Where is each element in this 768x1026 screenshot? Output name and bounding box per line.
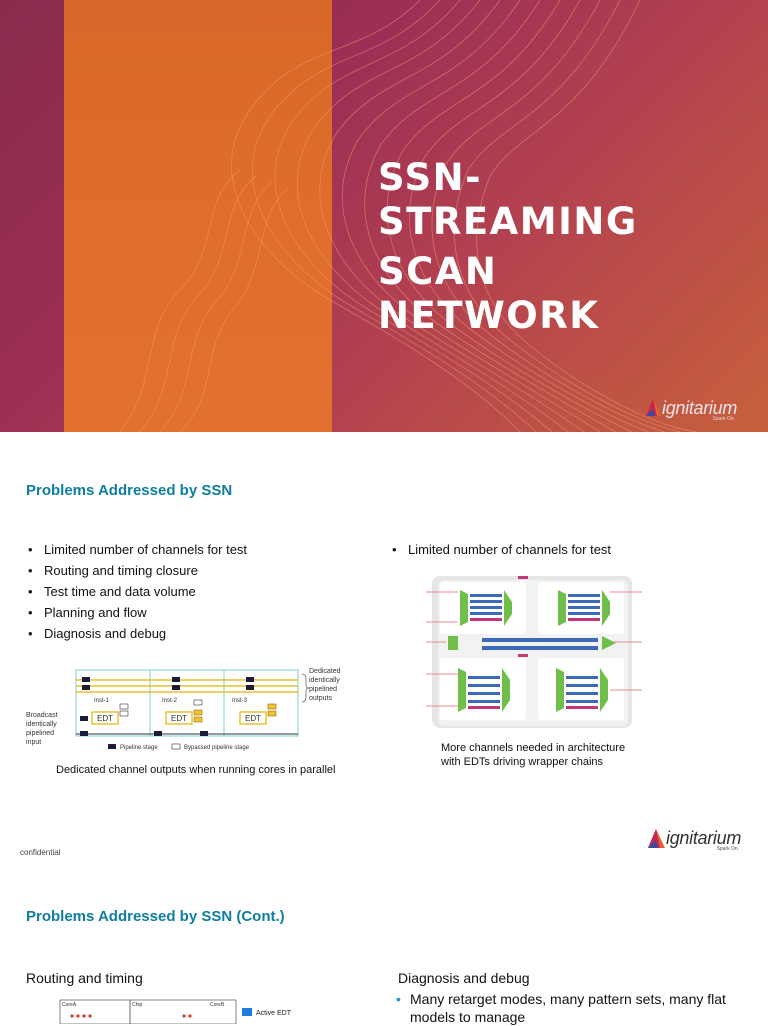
- caption-line: with EDTs driving wrapper chains: [441, 756, 604, 768]
- routing-label: CoreB: [210, 1002, 225, 1008]
- title-line-4: NETWORK: [378, 294, 600, 337]
- logo-text: ignitarium: [666, 828, 742, 848]
- right-diagram-caption: More channels needed in architecture wit…: [441, 741, 625, 769]
- chain-cells: [468, 594, 600, 703]
- problems-slide: Problems Addressed by SSN Limited number…: [0, 432, 768, 868]
- routing-label: CoreA: [62, 1002, 77, 1008]
- problems-cont-slide: Problems Addressed by SSN (Cont.) Routin…: [0, 868, 768, 1026]
- edt-label: EDT: [97, 714, 113, 723]
- edt-label: EDT: [171, 714, 187, 723]
- diagnosis-subheading: Diagnosis and debug: [398, 970, 530, 986]
- edt-architecture-diagram: [426, 576, 642, 728]
- bullet-line: models to manage: [410, 1009, 526, 1025]
- diagnosis-bullet-list: Many retarget modes, many pattern sets, …: [396, 990, 726, 1026]
- left-diagram-caption: Dedicated channel outputs when running c…: [56, 764, 336, 776]
- inst-label: Inst-3: [232, 698, 248, 704]
- slide-title: SSN- STREAMING SCAN NETWORK: [378, 156, 638, 338]
- dedicated-label: Dedicated: [309, 668, 341, 675]
- title-line-3: SCAN: [378, 250, 498, 293]
- logo-text: ignitarium: [662, 398, 738, 418]
- ignitarium-logo: ignitarium Spark On.: [646, 828, 742, 852]
- slide-heading: Problems Addressed by SSN: [26, 482, 233, 499]
- broadcast-label: input: [26, 739, 41, 746]
- legend-pipeline: Pipeline stage: [120, 745, 158, 751]
- orange-stripe: [64, 0, 332, 432]
- bullet-item: Limited number of channels for test: [26, 539, 247, 560]
- pipelined-channels-diagram: Inst-1 Inst-2 Inst-3 EDT EDT EDT Broadca…: [26, 668, 341, 751]
- title-line-2: STREAMING: [378, 200, 638, 243]
- bullet-line: Many retarget modes, many pattern sets, …: [410, 991, 726, 1007]
- bullet-item: Routing and timing closure: [26, 560, 247, 581]
- routing-diagram: CoreA Chip CoreB Active EDT: [59, 999, 292, 1024]
- bullet-item: Many retarget modes, many pattern sets, …: [396, 990, 726, 1026]
- edt-label: EDT: [245, 714, 261, 723]
- right-bullet-list: Limited number of channels for test: [390, 539, 611, 560]
- bullet-item: Limited number of channels for test: [390, 539, 611, 560]
- logo-mark-icon: [646, 399, 661, 416]
- bullet-item: Planning and flow: [26, 602, 247, 623]
- bullet-item: Test time and data volume: [26, 581, 247, 602]
- dedicated-label: pipelined: [309, 686, 337, 693]
- left-bullet-list: Limited number of channels for test Rout…: [26, 539, 247, 644]
- broadcast-label: pipelined: [26, 730, 54, 737]
- broadcast-label: identically: [26, 721, 57, 728]
- dedicated-label: identically: [309, 677, 340, 684]
- inst-label: Inst-2: [162, 698, 178, 704]
- slide-heading: Problems Addressed by SSN (Cont.): [26, 908, 285, 925]
- decorative-wave-lines: [119, 0, 697, 432]
- inst-label: Inst-1: [94, 698, 110, 704]
- routing-subheading: Routing and timing: [26, 970, 143, 986]
- ignitarium-logo: ignitarium Spark On.: [644, 398, 738, 422]
- logo-mark-icon: [648, 829, 665, 848]
- legend-bypassed: Bypassed pipeline stage: [184, 745, 250, 751]
- confidential-footer: confidential: [20, 848, 61, 857]
- bullet-item: Diagnosis and debug: [26, 623, 247, 644]
- broadcast-label: Broadcast: [26, 712, 58, 719]
- logo-tagline: Spark On.: [716, 846, 740, 852]
- routing-label: Chip: [132, 1002, 143, 1008]
- logo-tagline: Spark On.: [712, 416, 736, 422]
- caption-line: More channels needed in architecture: [441, 742, 626, 754]
- title-line-1: SSN-: [378, 156, 482, 199]
- title-slide: SSN- STREAMING SCAN NETWORK ignitarium S…: [0, 0, 768, 432]
- dedicated-label: outputs: [309, 695, 332, 702]
- legend-active-edt: Active EDT: [256, 1010, 292, 1017]
